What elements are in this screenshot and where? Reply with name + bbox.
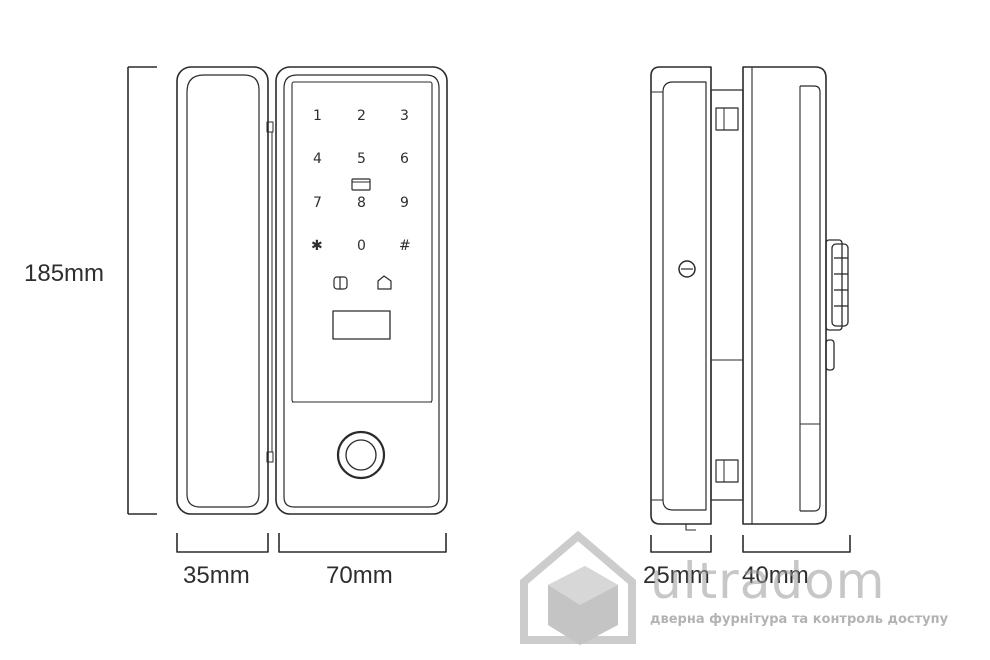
watermark-tagline: дверна фурнітура та контроль доступу bbox=[650, 612, 949, 627]
side-left-width-label: 25mm bbox=[643, 562, 710, 589]
height-dimension-bracket bbox=[127, 66, 157, 515]
keypad-key-6: 6 bbox=[400, 151, 409, 167]
width-dimension-brackets bbox=[176, 533, 851, 553]
display-window bbox=[332, 310, 391, 340]
keypad-key-hash: # bbox=[399, 238, 411, 254]
keypad-key-5: 5 bbox=[357, 151, 366, 167]
left-body-front-view bbox=[176, 66, 274, 515]
battery-slot bbox=[825, 339, 835, 371]
front-panel-keypad-view bbox=[275, 66, 448, 515]
keypad-key-2: 2 bbox=[357, 108, 366, 124]
watermark-brand: ultradom bbox=[650, 552, 886, 610]
keypad-key-7: 7 bbox=[313, 195, 322, 211]
keypad-key-star: ✱ bbox=[311, 238, 323, 254]
side-view-drawing bbox=[650, 66, 849, 531]
height-dimension-label: 185mm bbox=[24, 260, 105, 287]
lock-icon bbox=[333, 276, 348, 290]
card-reader-icon bbox=[351, 178, 371, 191]
thumb-turn-knob bbox=[825, 239, 849, 331]
bell-icon bbox=[377, 275, 392, 290]
side-right-width-label: 40mm bbox=[742, 562, 809, 589]
keypad-key-3: 3 bbox=[400, 108, 409, 124]
left-body-width-label: 35mm bbox=[183, 562, 250, 589]
ultradom-logo-icon bbox=[520, 530, 636, 645]
keypad-key-4: 4 bbox=[313, 151, 322, 167]
keypad-key-0: 0 bbox=[357, 238, 366, 254]
keypad-key-8: 8 bbox=[357, 195, 366, 211]
keypad-key-1: 1 bbox=[313, 108, 322, 124]
front-panel-width-label: 70mm bbox=[326, 562, 393, 589]
fingerprint-sensor bbox=[336, 430, 386, 480]
keypad-key-9: 9 bbox=[400, 195, 409, 211]
